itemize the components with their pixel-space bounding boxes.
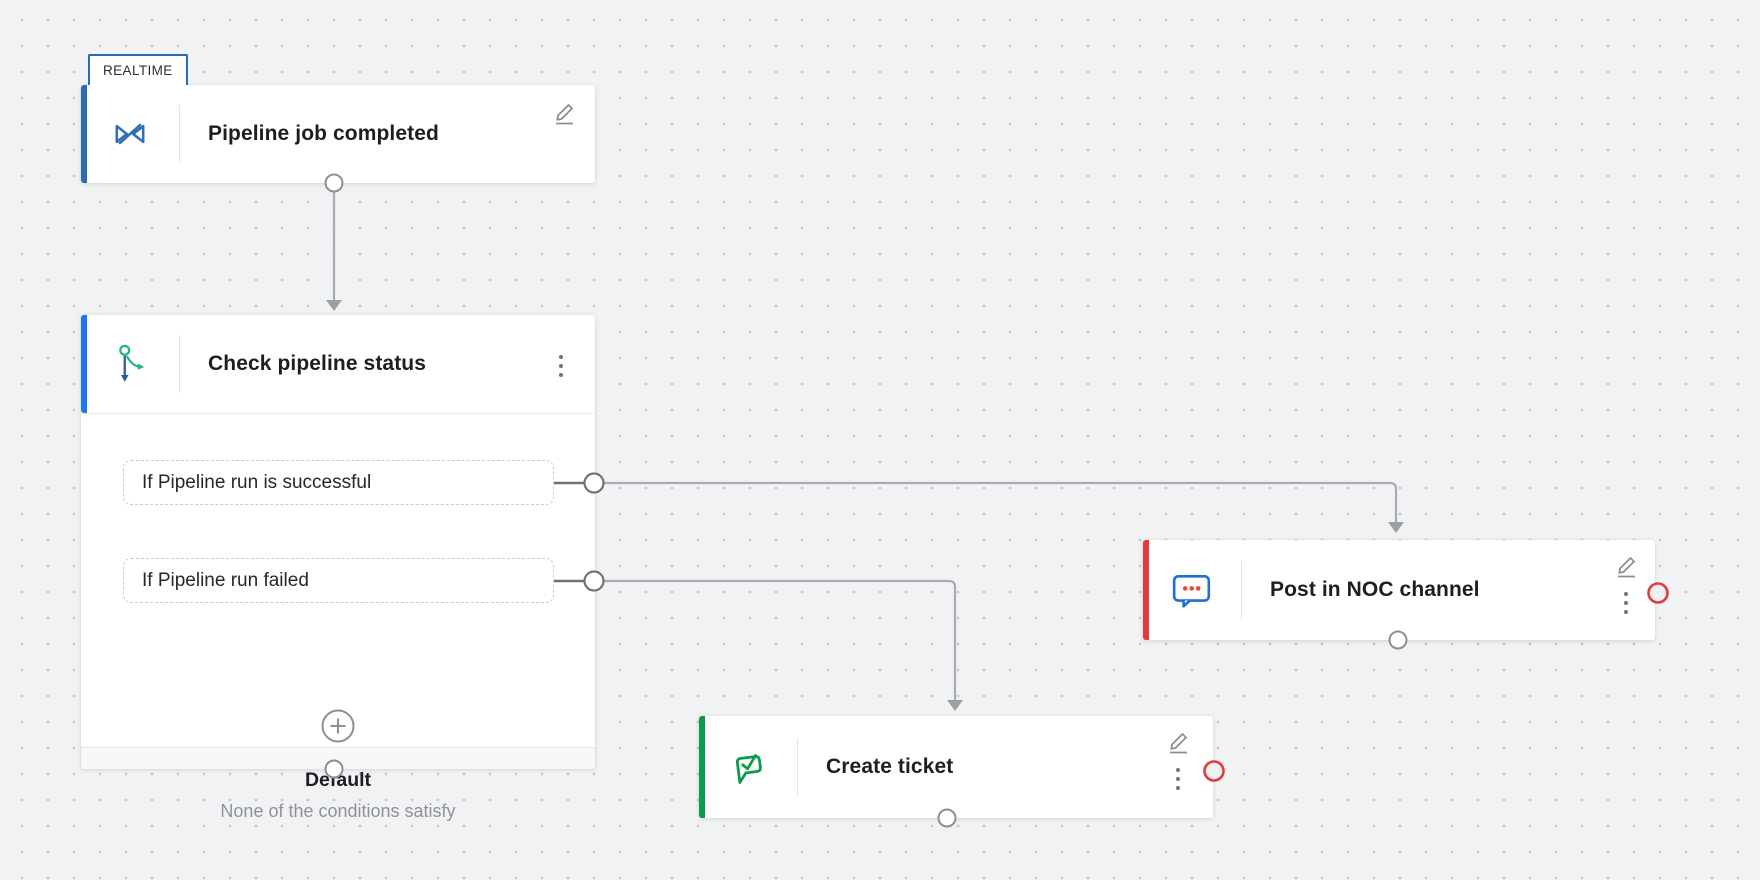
header-divider bbox=[797, 738, 798, 796]
ticket-check-icon bbox=[735, 754, 762, 784]
condition-label: If Pipeline run failed bbox=[142, 569, 309, 591]
header-divider bbox=[179, 105, 180, 163]
post-accent-bar bbox=[1143, 540, 1149, 640]
more-options-icon[interactable] bbox=[555, 351, 567, 381]
default-branch[interactable]: Default None of the conditions satisfy bbox=[81, 747, 595, 821]
default-output-port[interactable] bbox=[324, 759, 344, 779]
edit-pencil-icon[interactable] bbox=[1165, 726, 1191, 754]
pipeline-icon bbox=[115, 123, 145, 145]
realtime-badge: REALTIME bbox=[88, 54, 188, 85]
arrowhead-icon bbox=[326, 300, 342, 311]
add-condition-button[interactable] bbox=[321, 709, 355, 743]
trigger-icon-box bbox=[81, 115, 179, 153]
post-title: Post in NOC channel bbox=[1270, 578, 1480, 601]
trigger-title: Pipeline job completed bbox=[208, 122, 439, 145]
plus-icon bbox=[321, 709, 355, 743]
node-decision[interactable]: Check pipeline status If Pipeline run is… bbox=[81, 315, 595, 821]
chat-message-icon bbox=[1172, 575, 1211, 608]
condition-row-failed[interactable]: If Pipeline run failed bbox=[123, 558, 554, 603]
node-trigger[interactable]: Pipeline job completed bbox=[81, 85, 595, 183]
edit-pencil-icon[interactable] bbox=[551, 97, 577, 125]
node-create-ticket[interactable]: Create ticket bbox=[699, 716, 1213, 818]
header-divider bbox=[1241, 561, 1242, 619]
more-options-icon[interactable] bbox=[1172, 764, 1184, 794]
decision-title: Check pipeline status bbox=[208, 352, 426, 375]
edit-pencil-icon[interactable] bbox=[1613, 550, 1639, 578]
node-post-noc-channel[interactable]: Post in NOC channel bbox=[1143, 540, 1655, 640]
condition-label: If Pipeline run is successful bbox=[142, 471, 372, 493]
connector-success-post bbox=[604, 481, 1398, 523]
ticket-title: Create ticket bbox=[826, 755, 954, 778]
decision-icon-box bbox=[81, 343, 179, 385]
post-error-port[interactable] bbox=[1647, 582, 1669, 604]
decision-accent-bar bbox=[81, 315, 87, 413]
header-divider bbox=[179, 335, 180, 393]
ticket-error-port[interactable] bbox=[1203, 760, 1225, 782]
failed-condition-port[interactable] bbox=[583, 570, 605, 592]
decision-body: If Pipeline run is successful If Pipelin… bbox=[81, 413, 595, 821]
more-options-icon[interactable] bbox=[1620, 588, 1632, 618]
arrowhead-icon bbox=[1388, 522, 1404, 533]
default-branch-subtitle: None of the conditions satisfy bbox=[220, 801, 456, 821]
condition-row-success[interactable]: If Pipeline run is successful bbox=[123, 460, 554, 505]
ticket-output-port[interactable] bbox=[937, 808, 957, 828]
ticket-icon-box bbox=[699, 747, 797, 787]
post-icon-box bbox=[1143, 571, 1241, 609]
branch-icon bbox=[119, 344, 145, 382]
ticket-accent-bar bbox=[699, 716, 705, 818]
connector-failed-ticket bbox=[604, 579, 957, 701]
arrowhead-icon bbox=[947, 700, 963, 711]
post-output-port[interactable] bbox=[1388, 630, 1408, 650]
success-condition-port[interactable] bbox=[583, 472, 605, 494]
trigger-accent-bar bbox=[81, 85, 87, 183]
trigger-output-port[interactable] bbox=[324, 173, 344, 193]
default-branch-title: Default bbox=[304, 769, 372, 791]
